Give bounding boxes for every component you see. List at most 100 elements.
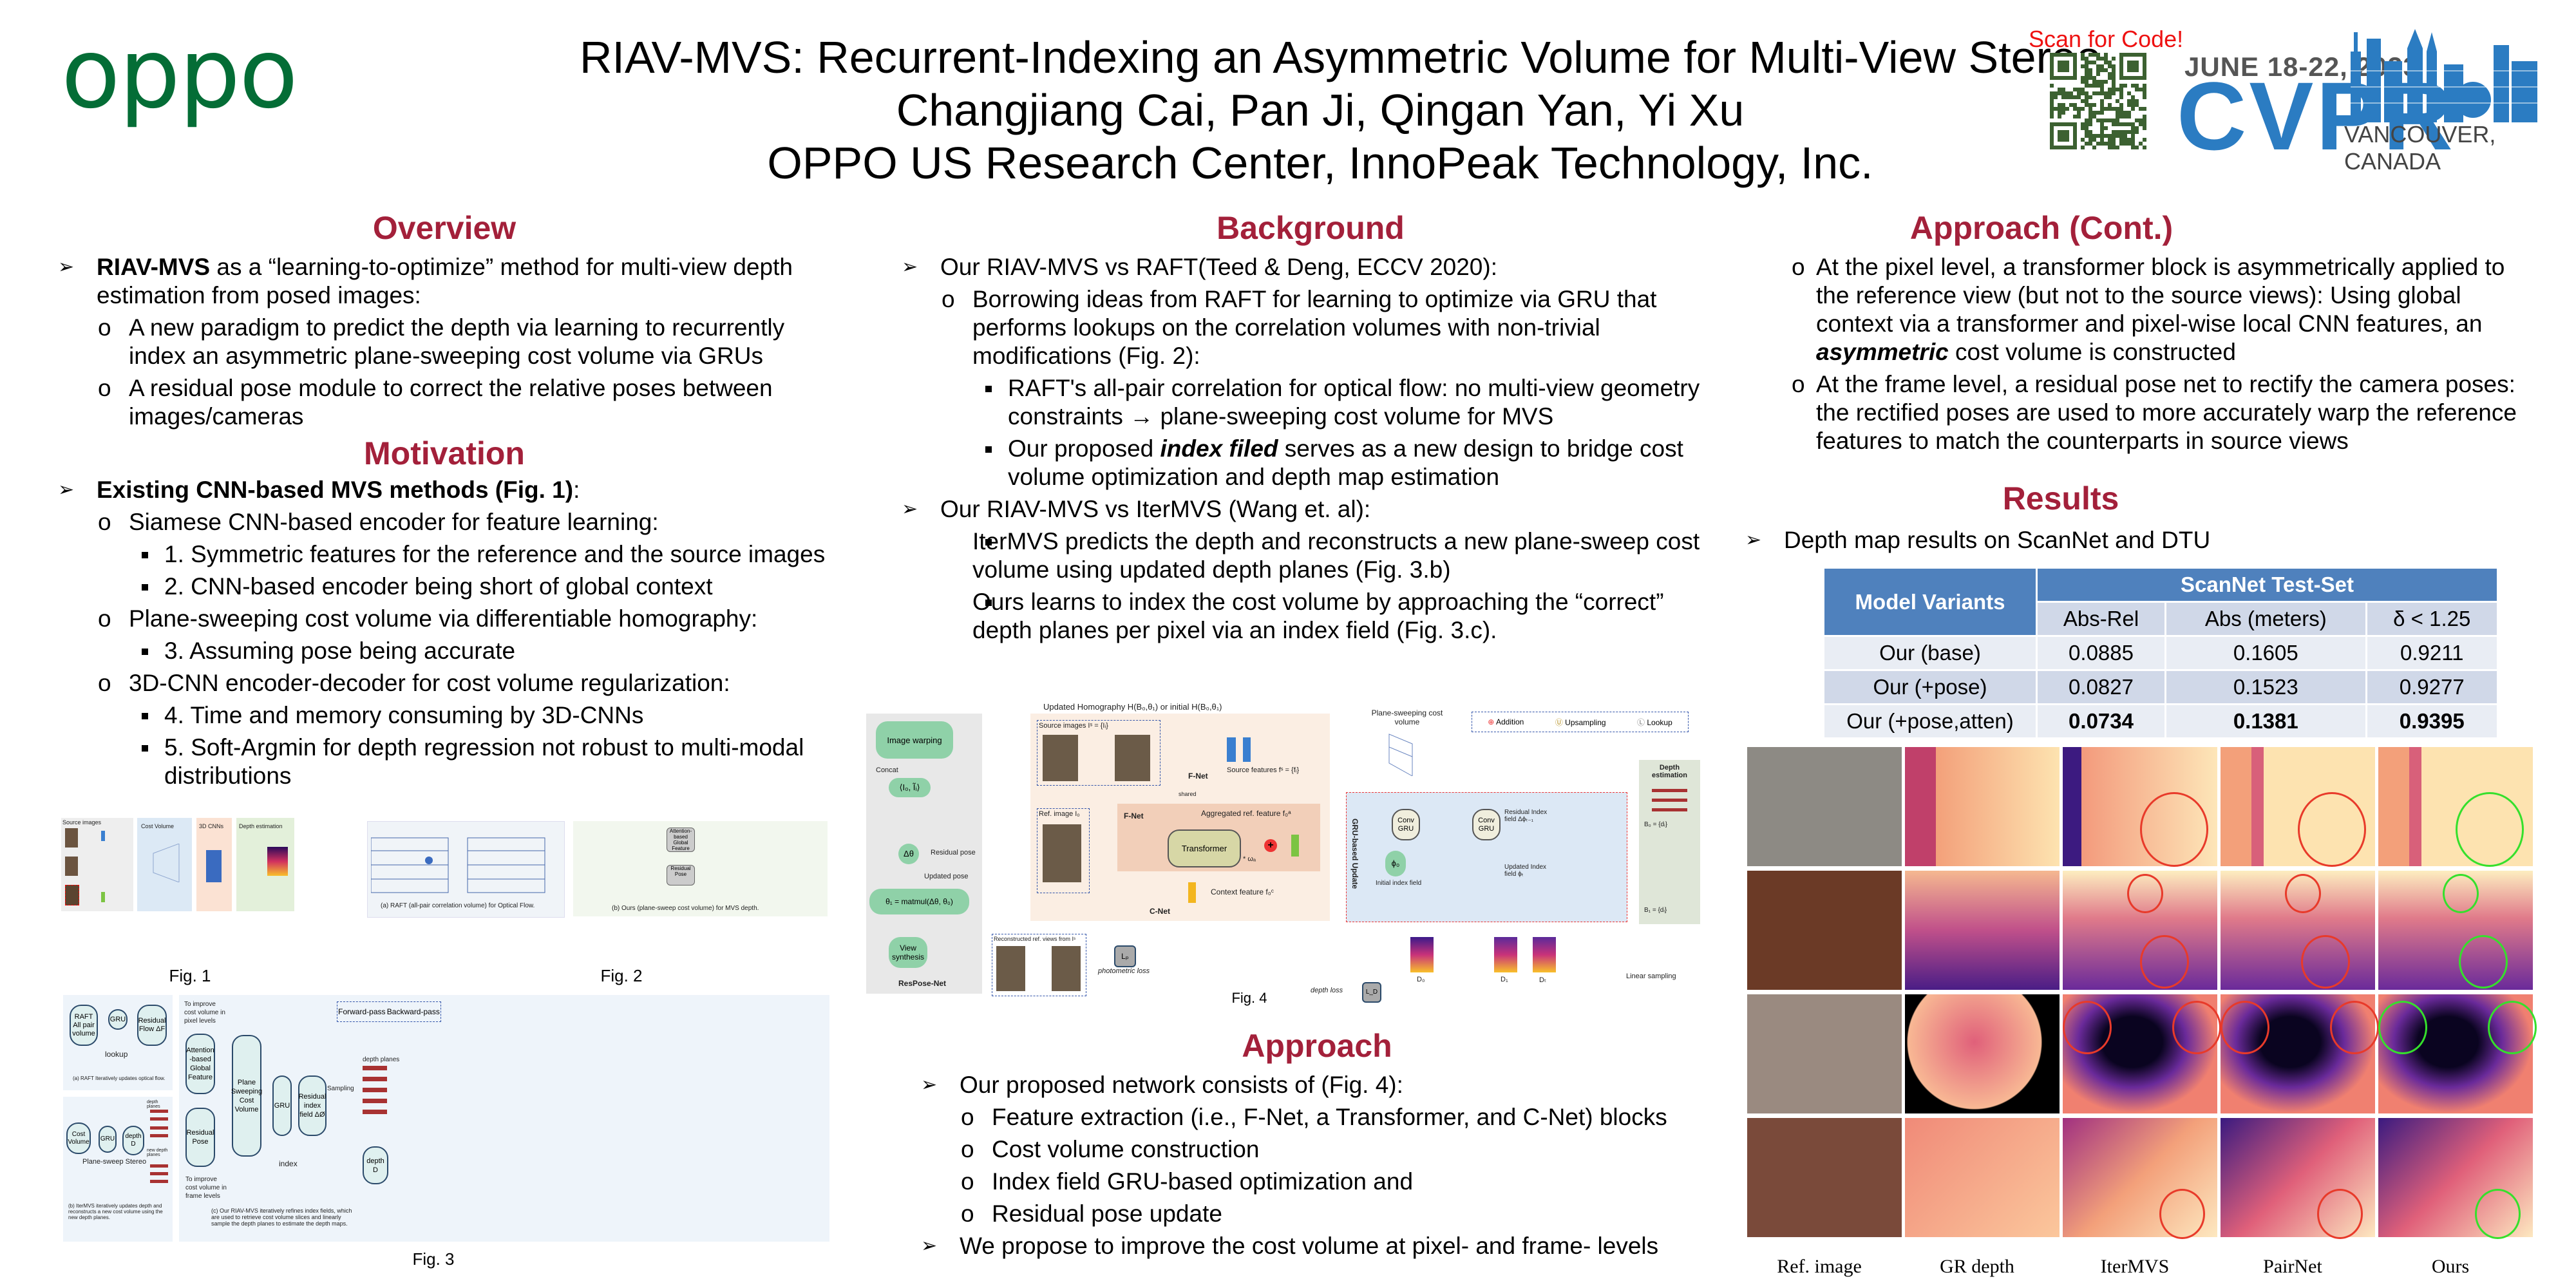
qr-module	[2127, 122, 2131, 126]
qr-module	[2100, 130, 2104, 134]
raft-volume-box: RAFT All pair volume	[70, 1005, 98, 1046]
qr-module	[2108, 134, 2112, 138]
source-feature-block	[1227, 737, 1236, 762]
qr-module	[2088, 115, 2092, 118]
qr-module	[2081, 107, 2085, 111]
approach-cont-item: At the frame level, a residual pose net …	[1752, 370, 2544, 455]
background-bullet: Our RIAV-MVS vs IterMVS (Wang et. al):	[902, 495, 1719, 524]
updated-pose-label: Updated pose	[924, 873, 969, 880]
qr-module	[2092, 91, 2096, 95]
depth-plane	[150, 1117, 168, 1121]
qr-module	[2088, 107, 2092, 111]
results-section: Results Depth map results on ScanNet and…	[1739, 480, 2531, 554]
gru-box: GRU	[99, 1126, 117, 1153]
qr-module	[2069, 103, 2073, 107]
overview-bullet: RIAV-MVS as a “learning-to-optimize” met…	[58, 253, 831, 310]
highlight-circle-good	[2456, 792, 2524, 867]
table-row: Our (+pose) 0.0827 0.1523 0.9277	[1823, 669, 2499, 705]
qr-module	[2116, 130, 2119, 134]
ref-image-cell	[1747, 747, 1902, 866]
approach-sub: Feature extraction (i.e., F-Net, a Trans…	[921, 1103, 1726, 1132]
qr-module	[2123, 115, 2127, 118]
motivation-bullet-tail: :	[573, 477, 580, 503]
approach-section: Approach Our proposed network consists o…	[908, 1027, 1726, 1260]
qr-module	[2119, 103, 2123, 107]
qr-module	[2085, 126, 2088, 130]
qr-module	[2116, 118, 2119, 122]
qr-module	[2085, 64, 2088, 68]
fig3-legend: Forward-pass Backward-pass	[337, 1001, 441, 1022]
qr-module	[2058, 130, 2069, 142]
qr-module	[2085, 103, 2088, 107]
cnet-label: C-Net	[1150, 907, 1170, 916]
qr-module	[2096, 84, 2100, 88]
qr-module	[2085, 61, 2088, 64]
b1-label: B₁ = {dᵢ}	[1644, 907, 1667, 914]
qr-module	[2077, 111, 2081, 115]
qr-module	[2135, 146, 2139, 149]
qr-module	[2143, 118, 2146, 122]
concat-label: Concat	[876, 766, 898, 774]
overview-bold-term: RIAV-MVS	[97, 254, 211, 280]
qr-module	[2143, 88, 2146, 91]
qr-module	[2050, 99, 2054, 103]
qr-code-icon[interactable]	[2050, 53, 2146, 149]
fig2-panel-ours: Attention-based Global Feature Residual …	[573, 821, 828, 916]
context-feature-label: Context feature f₀ᶜ	[1211, 887, 1274, 896]
qr-module	[2081, 64, 2085, 68]
qr-module	[2081, 76, 2085, 80]
qr-module	[2088, 72, 2092, 76]
column-label-itermvs: IterMVS	[2100, 1256, 2170, 1277]
qr-module	[2108, 76, 2112, 80]
reconstructed-thumb	[1052, 946, 1081, 991]
image-warping-box: Image warping	[876, 721, 953, 759]
qr-module	[2108, 138, 2112, 142]
qr-module	[2058, 61, 2069, 72]
qr-module	[2092, 76, 2096, 80]
qr-module	[2081, 99, 2085, 103]
gru-update-panel: GRU-based Update Conv GRU Conv GRU ϕ₀ In…	[1346, 792, 1627, 922]
qr-module	[2050, 91, 2054, 95]
qr-module	[2085, 130, 2088, 134]
source-image-thumb	[65, 828, 78, 848]
qr-module	[2085, 57, 2088, 61]
qr-module	[2131, 103, 2135, 107]
qr-module	[2143, 95, 2146, 99]
qr-module	[2088, 53, 2092, 57]
motivation-item: 2. CNN-based encoder being short of glob…	[58, 573, 831, 601]
legend-upsampling: Ⓤ Upsampling	[1555, 717, 1606, 728]
legend-label: Addition	[1495, 717, 1524, 726]
authors: Changjiang Cai, Pan Ji, Qingan Yan, Yi X…	[896, 85, 1745, 135]
fig2-b-caption: (b) Ours (plane-sweep cost volume) for M…	[612, 905, 759, 912]
highlight-circle-bad	[2301, 935, 2350, 989]
qr-module	[2077, 91, 2081, 95]
background-sub: IterMVS predicts the depth and reconstru…	[902, 527, 1719, 584]
background-item: Our proposed index filed serves as a new…	[902, 435, 1719, 491]
motivation-group: 3D-CNN encoder-decoder for cost volume r…	[58, 669, 831, 697]
gru-update-label: GRU-based Update	[1350, 819, 1359, 889]
legend-label: Lookup	[1647, 717, 1672, 727]
approach-sub: Residual pose update	[921, 1200, 1726, 1228]
qr-module	[2050, 115, 2054, 118]
qr-module	[2054, 91, 2058, 95]
model-cell: Our (base)	[1823, 635, 2038, 671]
qr-module	[2112, 122, 2116, 126]
qr-module	[2085, 99, 2088, 103]
source-image-thumb	[1115, 735, 1150, 781]
background-bullet: Our RIAV-MVS vs RAFT(Teed & Deng, ECCV 2…	[902, 253, 1719, 281]
qr-module	[2104, 107, 2108, 111]
qr-module	[2108, 107, 2112, 111]
depth-plane	[1652, 789, 1687, 792]
fnet-aggregation-panel: F-Net Aggregated ref. feature f₀ᵃ Transf…	[1117, 804, 1320, 871]
fig1-panel-label: Source images	[62, 819, 102, 826]
qr-module	[2077, 95, 2081, 99]
fig1-panel-feature: Source images	[61, 818, 133, 911]
fig1-panel-label: 3D CNNs	[199, 823, 224, 829]
qr-module	[2108, 103, 2112, 107]
qr-module	[2123, 130, 2127, 134]
approach-bullet: Our proposed network consists of (Fig. 4…	[921, 1071, 1726, 1099]
updated-index-label: Updated Index field ϕₜ	[1504, 864, 1547, 878]
value-cell: 0.0885	[2035, 635, 2167, 671]
background-item: RAFT's all-pair correlation for optical …	[902, 374, 1719, 431]
qr-module	[2092, 84, 2096, 88]
